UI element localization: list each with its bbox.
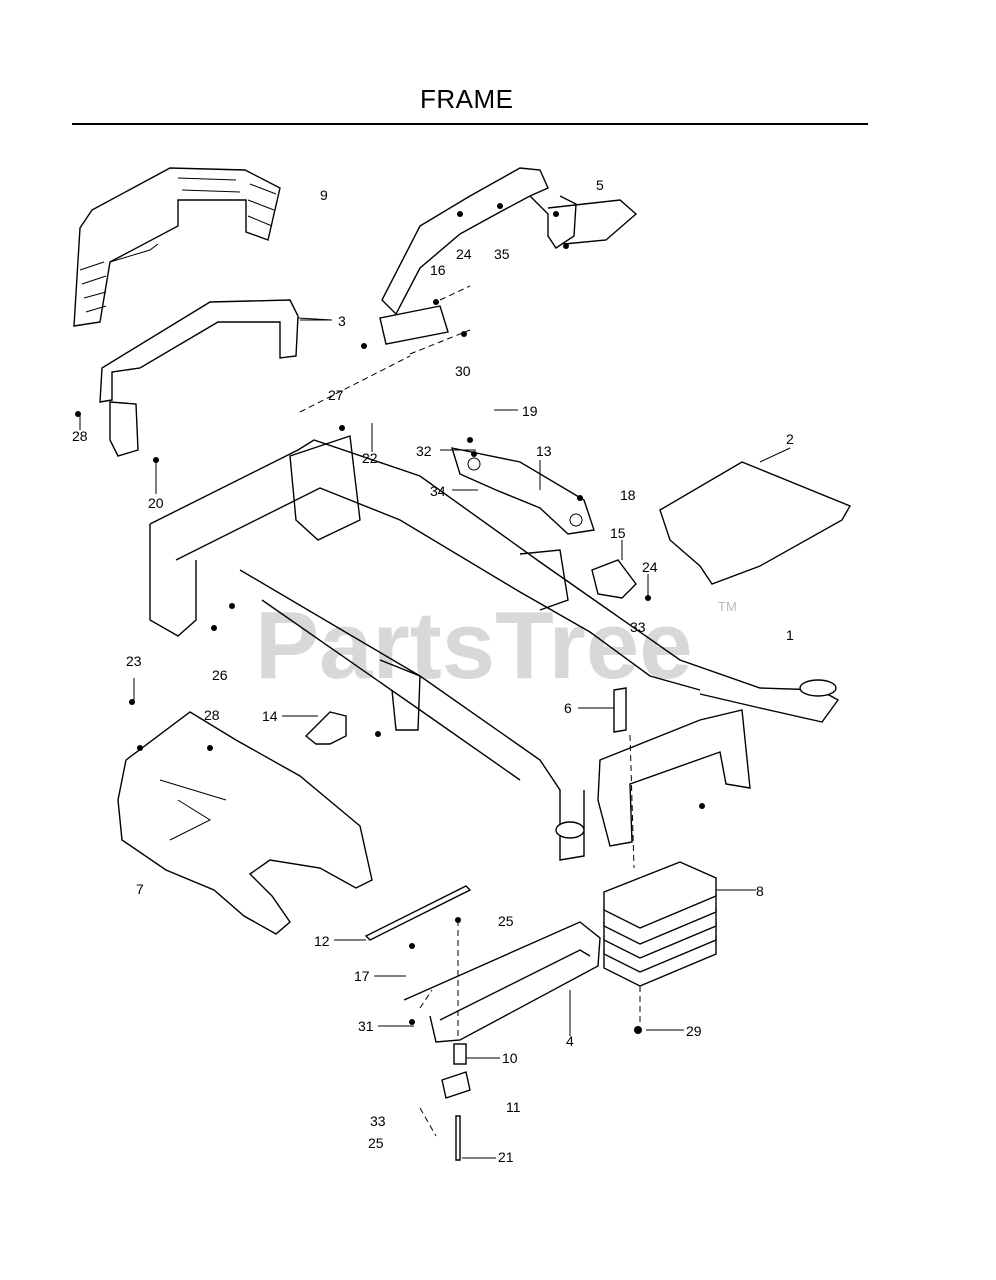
callout-25-lower: 25	[368, 1135, 384, 1151]
callout-10: 10	[502, 1050, 518, 1066]
callout-6: 6	[564, 700, 572, 716]
callout-25: 25	[498, 913, 514, 929]
watermark-trademark: TM	[718, 599, 737, 614]
part-7-foot-plate	[117, 711, 373, 935]
callout-12: 12	[314, 933, 330, 949]
fastener-dots	[75, 203, 705, 1034]
callout-8: 8	[756, 883, 764, 899]
callout-26: 26	[212, 667, 228, 683]
callout-3: 3	[338, 313, 346, 329]
callout-18: 18	[620, 487, 636, 503]
leader-lines	[79, 319, 791, 1159]
callout-31: 31	[358, 1018, 374, 1034]
callout-21: 21	[498, 1149, 514, 1165]
part-12-rod	[364, 885, 472, 941]
callout-28-lower: 28	[204, 707, 220, 723]
part-4-housing	[403, 920, 601, 1043]
part-2-perforated-plate	[659, 461, 852, 585]
callout-20: 20	[148, 495, 164, 511]
callout-24: 24	[456, 246, 472, 262]
callout-32: 32	[416, 443, 432, 459]
callout-28: 28	[72, 428, 88, 444]
page-title: FRAME	[420, 84, 514, 114]
part-3-seat-support	[99, 299, 333, 457]
callout-35: 35	[494, 246, 510, 262]
callout-23: 23	[126, 653, 142, 669]
callout-19: 19	[522, 403, 538, 419]
part-1-main-frame	[149, 435, 840, 861]
callout-29: 29	[686, 1023, 702, 1039]
callout-30: 30	[455, 363, 471, 379]
callout-17: 17	[354, 968, 370, 984]
callout-13: 13	[536, 443, 552, 459]
watermark-text: PartsTree	[255, 592, 693, 699]
callout-5: 5	[596, 177, 604, 193]
part-13-cross-bar	[450, 447, 595, 535]
callout-1: 1	[786, 627, 794, 643]
callout-7: 7	[136, 881, 144, 897]
part-16-upper-frame	[299, 167, 638, 413]
callout-15: 15	[610, 525, 626, 541]
callout-14: 14	[262, 708, 278, 724]
part-6-stop	[613, 687, 635, 869]
callout-labels: 9 5 24 35 16 3 30 27 19 28 20 22 32 13 2…	[72, 177, 794, 1165]
callout-2: 2	[786, 431, 794, 447]
callout-24-lower: 24	[642, 559, 658, 575]
callout-11: 11	[506, 1099, 521, 1115]
callout-34: 34	[430, 483, 446, 499]
part-15-bracket	[591, 559, 637, 599]
part-8-weights	[603, 861, 717, 1026]
part-10-11-21-pivot	[419, 1043, 471, 1161]
callout-4: 4	[566, 1033, 574, 1049]
callout-27: 27	[328, 387, 344, 403]
callout-33-lower: 33	[370, 1113, 386, 1129]
callout-33: 33	[630, 619, 646, 635]
callout-22: 22	[362, 450, 378, 466]
part-14-bracket	[304, 711, 347, 745]
part-9-seat-guard	[73, 167, 281, 327]
callout-16: 16	[430, 262, 446, 278]
title-divider	[72, 123, 868, 125]
callout-9: 9	[320, 187, 328, 203]
